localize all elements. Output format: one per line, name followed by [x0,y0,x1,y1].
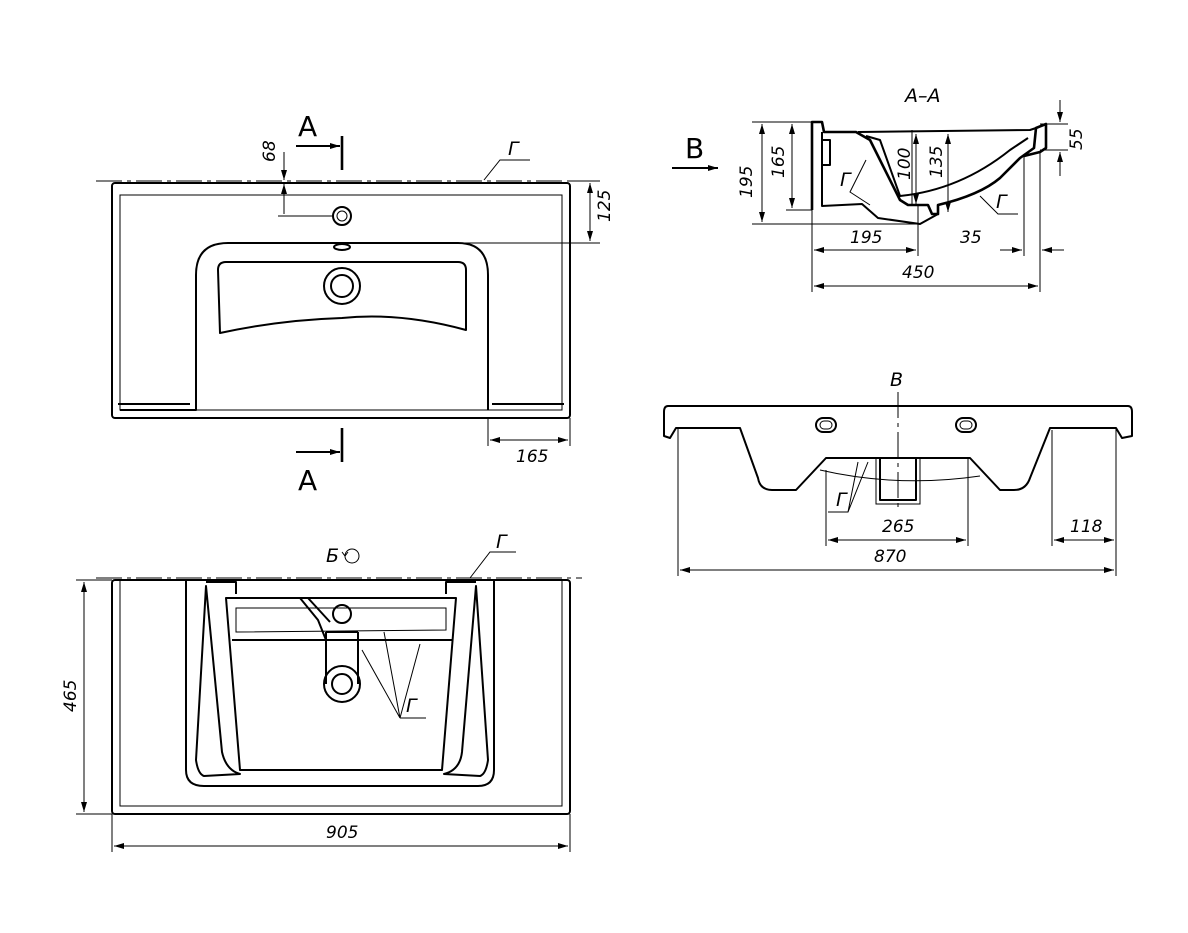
section-mark-top: A [298,110,317,143]
leader-g-bottom-top [469,551,516,579]
bowl-surround [120,242,489,411]
section-bowl-inner [865,135,1029,197]
top-view: A A 68 125 165 Г [96,110,615,497]
dim-125: 125 [595,190,615,222]
leader-g-section-2 [979,195,1018,215]
section-rim-top [857,127,1037,133]
bottom-bowl [225,597,457,771]
dim-265: 265 [882,517,914,537]
front-hole-right [955,417,977,433]
bottom-left-rib [195,585,241,777]
dim-68: 68 [260,140,280,162]
front-hole-right-inner [959,420,973,430]
front-drain-inner [875,458,921,505]
bottom-overflow-channel [235,607,447,633]
dim-195-vertical: 195 [737,166,757,198]
front-outline [663,405,1133,491]
dim-35: 35 [960,228,982,248]
leader-g-bottom-bowl-label: Г [406,695,418,717]
front-hole-left [815,417,837,433]
basin-inner-edge [119,194,563,411]
bottom-drain-inner [331,673,353,695]
leader-g-top-label: Г [508,138,520,160]
leader-g-section-2-label: Г [996,191,1008,213]
leader-g-section-1 [849,159,871,206]
section-view: А–А В 195 165 100 135 55 195 [672,85,1087,292]
leader-g-front-label: Г [836,489,848,511]
dim-450: 450 [902,263,934,283]
front-view: В 265 870 118 Г [663,369,1133,576]
dim-905: 905 [326,823,358,843]
leader-g-front [828,461,869,513]
front-drain-outer [879,458,917,501]
dim-135: 135 [927,146,947,178]
faucet-hole-inner [336,210,348,222]
bottom-bowl-surround [185,580,495,787]
front-hole-left-inner [819,420,833,430]
bottom-right-rib [443,585,489,777]
bottom-faucet-hole [332,604,352,624]
dim-118: 118 [1070,517,1103,537]
leader-g-section-1-label: Г [840,169,852,191]
section-profile-outer [810,120,1048,216]
dim-165-vertical: 165 [769,146,789,178]
leader-g-top [483,159,530,181]
front-title: В [890,369,903,391]
section-overflow [822,139,831,166]
bottom-drain-outer [323,665,361,703]
bottom-title: Б [326,545,339,567]
faucet-hole [332,206,352,226]
bottom-inner-edge [119,580,563,807]
drain-outer [323,267,361,305]
section-mark-bottom: A [298,464,317,497]
drain-inner [330,274,354,298]
dim-100: 100 [895,148,915,180]
dim-165-top: 165 [516,447,548,467]
rotation-icon-arrow [341,551,349,557]
front-bowl-line [819,469,981,482]
leader-g-bottom-top-label: Г [496,531,508,553]
dim-870: 870 [874,547,906,567]
rotation-icon [344,548,360,564]
leader-g-bottom-bowl [361,631,426,719]
dim-195-horizontal: 195 [850,228,882,248]
bowl-top [217,261,467,334]
dim-55: 55 [1067,128,1087,150]
view-arrow-label: В [685,132,704,165]
bottom-overflow-duct [299,597,331,641]
bottom-outline [111,579,571,815]
bottom-view: Б Г Г 465 905 [61,531,582,852]
section-profile-bottom [821,132,939,225]
section-title: А–А [903,85,941,107]
overflow-hole [333,243,351,251]
basin-outline-top [111,182,571,419]
dim-465: 465 [61,680,81,712]
bottom-rim-marks [206,581,476,594]
